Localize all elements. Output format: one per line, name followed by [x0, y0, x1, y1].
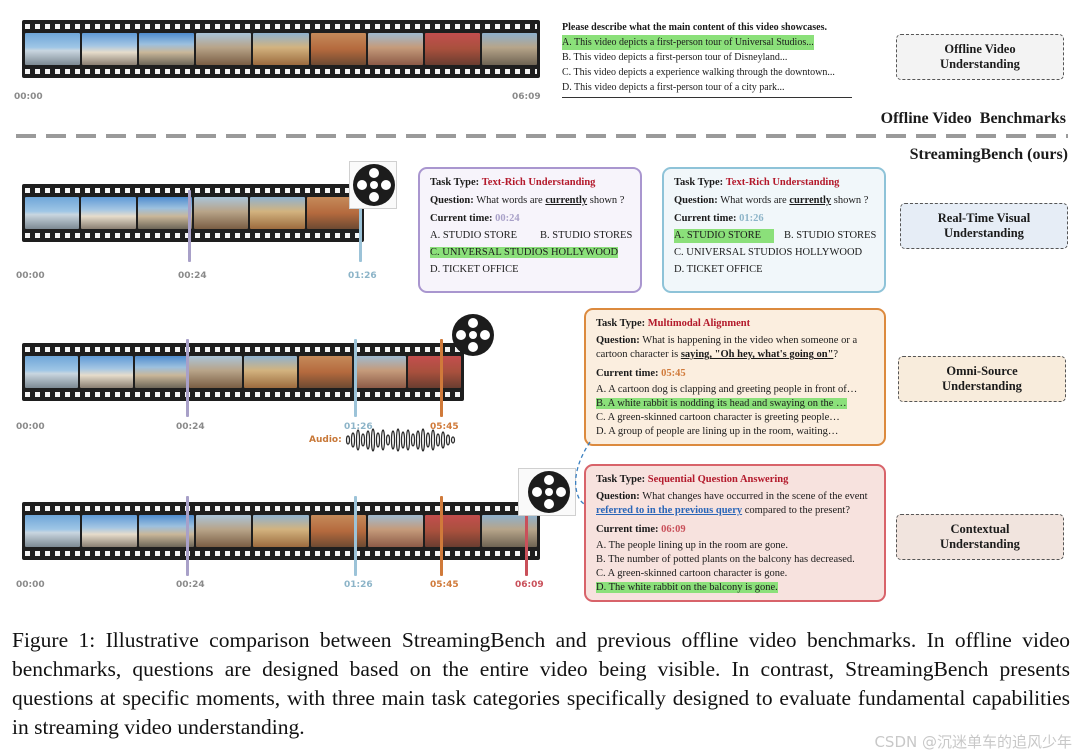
option-a: A. STUDIO STORE [674, 228, 774, 243]
omni-category-badge: Omni-Source Understanding [898, 356, 1066, 402]
offline-option-b: B. This video depicts a first-person tou… [562, 52, 788, 63]
realtime-marker-00-24 [188, 190, 191, 262]
previous-query-link: referred to in the previous query [596, 505, 743, 517]
omni-tick-1: 00:24 [176, 422, 205, 432]
task-type: Multimodal Alignment [647, 318, 751, 329]
audio-waveform-icon [345, 428, 456, 452]
omni-category-label: Omni-Source Understanding [942, 364, 1022, 393]
offline-question-underline [562, 97, 852, 98]
option-b: B. STUDIO STORES [540, 229, 633, 241]
omni-tick-3: 05:45 [430, 422, 459, 432]
offline-film-strip [22, 20, 540, 78]
audio-label: Audio: [309, 435, 342, 445]
task-type: Text-Rich Understanding [725, 177, 840, 188]
contextual-tick-1: 00:24 [176, 580, 205, 590]
option-b: B. A white rabbit is nodding its head an… [596, 397, 847, 409]
offline-question-block: Please describe what the main content of… [562, 20, 862, 98]
option-c: C. UNIVERSAL STUDIOS HOLLYWOOD [674, 246, 863, 258]
realtime-category-badge: Real-Time Visual Understanding [900, 203, 1068, 249]
realtime-marker-01-26 [359, 190, 362, 262]
contextual-tick-3: 05:45 [430, 580, 459, 590]
omni-tick-2: 01:26 [344, 422, 373, 432]
film-reel-icon [452, 314, 494, 356]
realtime-tick-2: 01:26 [348, 271, 377, 281]
csdn-watermark: CSDN @沉迷单车的追风少年 [874, 733, 1072, 751]
realtime-category-label: Real-Time Visual Understanding [937, 211, 1031, 240]
offline-benchmark-label: Offline Video Benchmarks [880, 110, 1066, 127]
omni-marker-01-26 [354, 339, 357, 417]
contextual-tick-0: 00:00 [16, 580, 45, 590]
option-d: D. A group of people are lining up in th… [596, 426, 839, 438]
contextual-category-badge: Contextual Understanding [896, 514, 1064, 560]
contextual-marker-01-26 [354, 496, 357, 576]
offline-category-label: Offline Video Understanding [940, 42, 1020, 71]
option-d: D. The white rabbit on the balcony is go… [596, 582, 778, 594]
contextual-film-strip [22, 502, 540, 560]
offline-option-a: A. This video depicts a first-person tou… [562, 35, 814, 50]
omni-film-strip [22, 343, 464, 401]
offline-question: Please describe what the main content of… [562, 22, 827, 33]
realtime-tick-1: 00:24 [178, 271, 207, 281]
option-d: D. TICKET OFFICE [430, 263, 519, 275]
realtime-question-box-1: Task Type: Text-Rich Understanding Quest… [418, 167, 642, 293]
omni-marker-00-24 [186, 339, 189, 417]
task-type: Sequential Question Answering [647, 474, 789, 485]
contextual-tick-4: 06:09 [515, 580, 544, 590]
contextual-marker-05-45 [440, 496, 443, 576]
contextual-question-box: Task Type: Sequential Question Answering… [584, 464, 886, 602]
option-d: D. TICKET OFFICE [674, 263, 763, 275]
option-c: C. A green-skinned cartoon character is … [596, 568, 788, 580]
task-type: Text-Rich Understanding [481, 177, 596, 188]
omni-tick-0: 00:00 [16, 422, 45, 432]
option-a: A. A cartoon dog is clapping and greetin… [596, 383, 858, 395]
offline-category-badge: Offline Video Understanding [896, 34, 1064, 80]
realtime-film-strip [22, 184, 364, 242]
option-a: A. STUDIO STORE [430, 229, 518, 241]
section-divider [16, 134, 1068, 138]
streaming-label: StreamingBench (ours) [909, 146, 1068, 163]
offline-option-d: D. This video depicts a first-person tou… [562, 82, 785, 93]
offline-end-time: 06:09 [512, 92, 541, 102]
film-reel-icon [528, 471, 570, 513]
contextual-category-label: Contextual Understanding [940, 522, 1020, 551]
omni-question-box: Task Type: Multimodal Alignment Question… [584, 308, 886, 446]
option-c: C. A green-skinned cartoon character is … [596, 412, 840, 424]
option-b: B. The number of potted plants on the ba… [596, 553, 855, 565]
option-c: C. UNIVERSAL STUDIOS HOLLYWOOD [430, 246, 619, 258]
realtime-question-box-2: Task Type: Text-Rich Understanding Quest… [662, 167, 886, 293]
contextual-tick-2: 01:26 [344, 580, 373, 590]
omni-marker-05-45 [440, 339, 443, 417]
realtime-tick-0: 00:00 [16, 271, 45, 281]
figure-caption: Figure 1: Illustrative comparison betwee… [12, 628, 1070, 739]
film-reel-icon [353, 164, 395, 206]
offline-option-c: C. This video depicts a experience walki… [562, 67, 835, 78]
offline-start-time: 00:00 [14, 92, 43, 102]
contextual-marker-00-24 [186, 496, 189, 576]
option-b: B. STUDIO STORES [784, 229, 877, 241]
contextual-marker-06-09 [525, 496, 528, 576]
option-a: A. The people lining up in the room are … [596, 539, 788, 551]
